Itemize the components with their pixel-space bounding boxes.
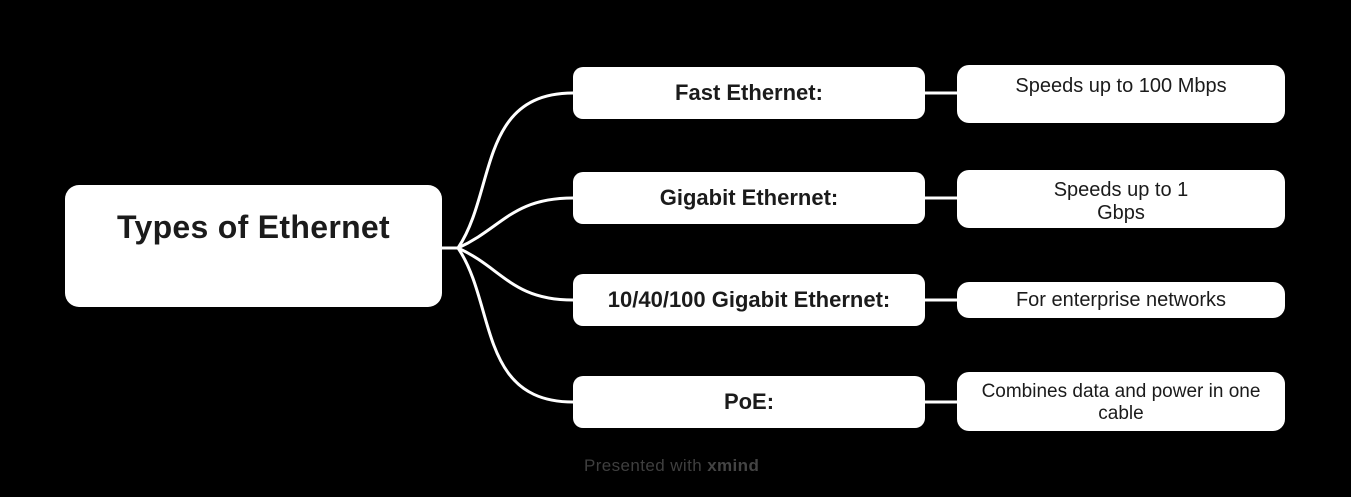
branch-topic-label: Gigabit Ethernet:	[659, 185, 839, 210]
connector-root-to-branch-2	[456, 246, 575, 302]
detail-topic-label: Combines data and power in one cable	[981, 381, 1261, 424]
detail-topic-enterprise-networks[interactable]: For enterprise networks	[957, 282, 1285, 318]
connector-root-to-branch-0	[456, 91, 575, 250]
branch-topic-gigabit-ethernet[interactable]: Gigabit Ethernet:	[573, 172, 925, 224]
detail-topic-gigabit-ethernet-speed[interactable]: Speeds up to 1 Gbps	[957, 170, 1285, 228]
branch-topic-label: 10/40/100 Gigabit Ethernet:	[607, 287, 891, 312]
detail-topic-poe-description[interactable]: Combines data and power in one cable	[957, 372, 1285, 431]
connector-root-to-branch-3	[456, 246, 575, 404]
branch-topic-label: Fast Ethernet:	[675, 80, 823, 105]
connector-root-to-branch-1	[456, 196, 575, 250]
branch-topic-fast-ethernet[interactable]: Fast Ethernet:	[573, 67, 925, 119]
branch-topic-poe[interactable]: PoE:	[573, 376, 925, 428]
watermark-presented-with-xmind: Presented with xmind	[584, 456, 759, 476]
branch-topic-label: PoE:	[723, 389, 775, 414]
root-topic-label: Types of Ethernet	[117, 209, 390, 245]
root-topic-types-of-ethernet[interactable]: Types of Ethernet	[65, 185, 442, 307]
watermark-prefix: Presented with	[584, 456, 708, 475]
detail-topic-label: Speeds up to 100 Mbps	[1015, 75, 1227, 97]
branch-topic-10-40-100-gigabit-ethernet[interactable]: 10/40/100 Gigabit Ethernet:	[573, 274, 925, 326]
detail-topic-fast-ethernet-speed[interactable]: Speeds up to 100 Mbps	[957, 65, 1285, 123]
detail-topic-label: For enterprise networks	[1015, 288, 1227, 311]
xmind-brand-label: xmind	[707, 456, 760, 475]
detail-topic-label: Speeds up to 1 Gbps	[1053, 179, 1189, 224]
